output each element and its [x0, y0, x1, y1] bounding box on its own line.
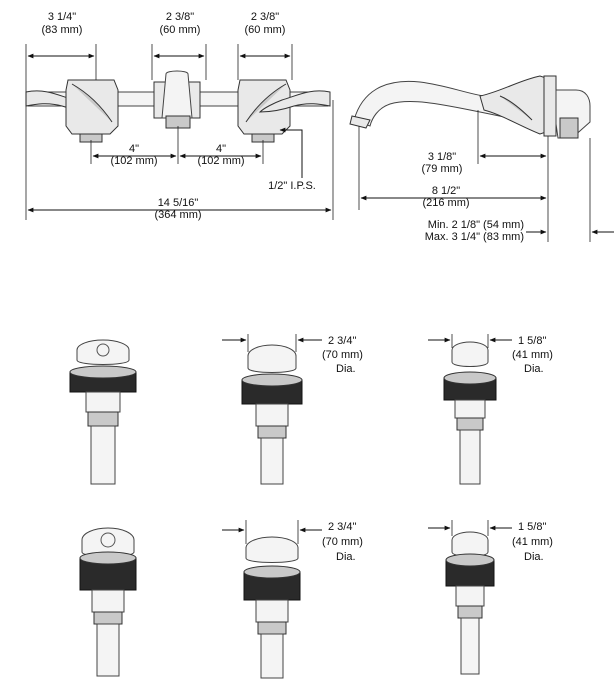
front-extension-lines	[25, 44, 334, 220]
spout-length-metric: (216 mm)	[422, 197, 469, 209]
drain-grid-bottom-left	[79, 527, 137, 677]
left-handle-curve	[71, 83, 113, 123]
center-right-imperial: 4"	[216, 143, 226, 155]
top-right-suffix: Dia.	[524, 363, 544, 375]
center-right-metric: (102 mm)	[197, 155, 244, 167]
ips-leader	[279, 127, 303, 178]
overall-width-metric: (364 mm)	[154, 209, 201, 221]
bottom-middle-suffix: Dia.	[336, 551, 356, 563]
center-left-imperial: 4"	[129, 143, 139, 155]
right-handle-width-imperial: 2 3/8"	[251, 11, 279, 23]
bottom-middle-metric: (70 mm)	[322, 536, 363, 548]
drain-popup-top-middle	[241, 344, 303, 485]
top-right-diameter: 1 5/8"	[518, 335, 546, 347]
top-middle-suffix: Dia.	[336, 363, 356, 375]
bottom-middle-diameter: 2 3/4"	[328, 521, 356, 533]
wall-min-label: Min. 2 1/8" (54 mm)	[428, 219, 524, 231]
wall-mount-body	[559, 117, 579, 139]
center-left-metric: (102 mm)	[110, 155, 157, 167]
spout-flange	[543, 75, 557, 137]
spout-side-view	[349, 75, 591, 139]
drain-popup-bottom-middle	[243, 536, 301, 679]
spout-handle-detail	[499, 95, 533, 121]
wall-max-label: Max. 3 1/4" (83 mm)	[425, 231, 524, 243]
drain-small-bottom-right	[445, 531, 495, 675]
drain-grid-top-left	[69, 339, 137, 485]
faucet-front-view	[25, 70, 331, 143]
left-handle-body	[65, 79, 119, 135]
top-middle-metric: (70 mm)	[322, 349, 363, 361]
spout-length-imperial: 8 1/2"	[432, 185, 460, 197]
right-lever-handle	[258, 90, 331, 113]
spout-reach-metric: (79 mm)	[422, 163, 463, 175]
spout-width-metric: (60 mm)	[160, 24, 201, 36]
top-middle-diameter: 2 3/4"	[328, 335, 356, 347]
right-handle-width-metric: (60 mm)	[245, 24, 286, 36]
bottom-right-metric: (41 mm)	[512, 536, 553, 548]
top-right-metric: (41 mm)	[512, 349, 553, 361]
side-extension-lines	[358, 110, 591, 242]
spout-tip	[349, 115, 371, 129]
handle-width-imperial: 3 1/4"	[48, 11, 76, 23]
bottom-right-suffix: Dia.	[524, 551, 544, 563]
right-handle-curve	[245, 83, 287, 123]
spout-reach-imperial: 3 1/8"	[428, 151, 456, 163]
right-handle-body	[237, 79, 291, 135]
bottom-right-diameter: 1 5/8"	[518, 521, 546, 533]
handle-width-metric: (83 mm)	[42, 24, 83, 36]
spout-width-imperial: 2 3/8"	[166, 11, 194, 23]
drain-small-top-right	[443, 341, 497, 485]
thread-size-label: 1/2" I.P.S.	[268, 180, 316, 192]
overall-width-imperial: 14 5/16"	[158, 197, 199, 209]
spout-body	[161, 70, 193, 119]
spout-handle-base	[479, 75, 553, 135]
